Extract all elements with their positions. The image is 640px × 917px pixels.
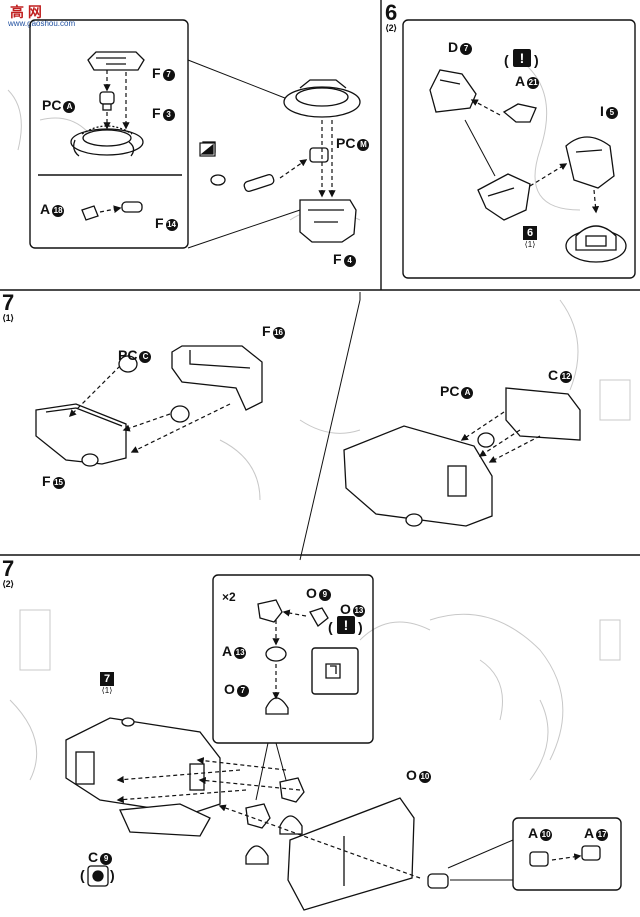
step-7-1-reference: 7 ⟨1⟩ — [100, 672, 114, 695]
caution-icon: ! — [513, 49, 531, 67]
part-assembled-waist-7b-illustration — [65, 717, 221, 815]
part-f7-illustration — [87, 51, 145, 71]
step6r-arrows2 — [529, 163, 600, 214]
part-assembled-waist-illustration — [343, 425, 493, 527]
part-f4-illustration — [299, 199, 357, 243]
step6-center-arrows — [279, 120, 336, 198]
logo-text: 高 网 — [10, 4, 42, 20]
caution-paren-close: ) — [534, 52, 539, 68]
part-o9-illustration — [257, 599, 283, 623]
part-i5-illustration — [565, 136, 615, 189]
part-f15-illustration — [35, 403, 127, 467]
step7a-right-arrows — [460, 411, 541, 463]
part-c9-illustration — [119, 803, 211, 837]
step-7-2-header: 7 ⟨2⟩ — [2, 556, 15, 589]
part-a18-f14-illustration — [81, 201, 143, 221]
part-c9-detail-icon — [87, 865, 109, 887]
caution-paren-close: ) — [358, 619, 363, 635]
step-divider-lines — [299, 292, 361, 561]
step-6-2-header: 6 ⟨2⟩ — [385, 0, 398, 33]
part-head-assembly-illustration — [565, 225, 627, 263]
leader-lines-step7b — [255, 742, 514, 881]
part-a10-a17-illustration — [427, 845, 601, 889]
part-o7-illustration — [265, 697, 289, 715]
step7a-arrows — [68, 365, 231, 453]
part-pca-illustration — [99, 91, 115, 111]
part-o13-illustration — [309, 607, 329, 627]
part-pcm-illustration — [309, 147, 329, 163]
part-a21-illustration — [502, 103, 537, 123]
quantity-multiplier: ×2 — [222, 590, 236, 604]
step6r-arrow — [470, 99, 501, 116]
part-c12-illustration — [505, 387, 581, 441]
part-c9-paren-open: ( — [80, 867, 85, 883]
caution-paren-open: ( — [328, 619, 333, 635]
part-o10-illustration — [287, 797, 415, 911]
part-pca2-illustration — [477, 432, 495, 448]
part-assembled-d7-illustration — [477, 173, 531, 221]
part-a13-illustration — [265, 646, 287, 662]
part-pcc-illustration — [118, 355, 190, 423]
logo-url: www.gaoshou.com — [8, 19, 76, 28]
section-borders — [0, 0, 640, 891]
part-c9-paren-close: ) — [110, 867, 115, 883]
step7b-arrows — [116, 757, 582, 879]
site-watermark-logo: 高 网 www.gaoshou.com — [0, 0, 76, 30]
part-f-small-icon — [199, 142, 216, 157]
part-f3-illustration — [70, 125, 144, 157]
leader-lines-step6 — [187, 59, 301, 249]
part-d7-illustration — [429, 69, 477, 113]
step-7-1-header: 7 ⟨1⟩ — [2, 290, 15, 323]
part-assembled-f3-illustration — [283, 79, 361, 118]
step-6-1-reference: 6 ⟨1⟩ — [523, 226, 537, 249]
step6-left-arrows — [103, 70, 130, 130]
step7b-box-arrows — [272, 609, 307, 700]
caution-paren-open: ( — [504, 52, 509, 68]
caution-icon: ! — [337, 616, 355, 634]
part-f16-illustration — [171, 345, 263, 411]
leader-lines-step6r — [464, 119, 496, 177]
caution-detail-illustration — [325, 663, 341, 679]
